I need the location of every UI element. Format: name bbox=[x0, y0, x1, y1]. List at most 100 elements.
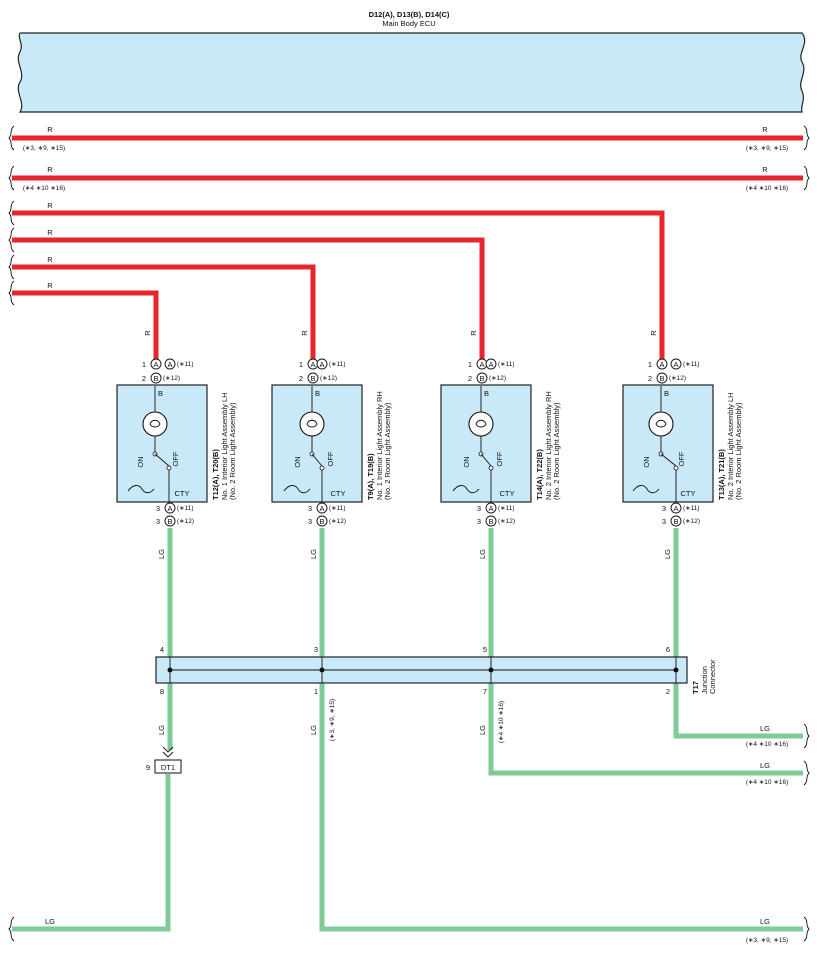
wire-breaks bbox=[8, 125, 810, 942]
light-name: No. 1 Interior Light Assembly LH bbox=[220, 392, 229, 500]
red-bus-2-note-left: (∗4 ∗10 ∗16) bbox=[23, 185, 65, 192]
red-feed-3-label: R bbox=[47, 228, 53, 237]
pin-number-b: 2 bbox=[468, 374, 472, 383]
junction-code: T17 bbox=[691, 681, 700, 694]
switch-on-label: ON bbox=[136, 456, 145, 467]
pin-note-a: (∗11) bbox=[177, 361, 194, 368]
bulb-icon bbox=[299, 411, 325, 437]
break-left-213 bbox=[8, 200, 15, 226]
terminal-cty-label: CTY bbox=[681, 489, 696, 498]
pin-note-b: (∗12) bbox=[163, 375, 180, 382]
red-bus-2-label-left: R bbox=[47, 165, 53, 174]
red-feed-4-label: R bbox=[47, 201, 53, 210]
junction-bottom-pin-3: 7 bbox=[483, 687, 487, 696]
red-feed-light-3 bbox=[12, 237, 485, 360]
pin-number-top: 1 bbox=[648, 360, 652, 369]
green-bus-note-mid: (∗4 ∗10 ∗16) bbox=[746, 779, 788, 786]
pin-circle-b bbox=[150, 372, 162, 384]
light-assembly-4: 1 A A (∗11) 2 B (∗12) B ON OFF CTY 3 A (… bbox=[622, 358, 743, 527]
bulb-filament bbox=[149, 419, 161, 428]
pin-letter-bottom-b: B bbox=[488, 517, 493, 526]
bulb-icon bbox=[648, 411, 674, 437]
pin-note-a: (∗11) bbox=[498, 361, 515, 368]
switch-off-label: OFF bbox=[495, 451, 504, 466]
pin-circle-a bbox=[656, 358, 668, 370]
green-pin2-to-bus bbox=[673, 683, 803, 739]
pin-letter-bottom-b: B bbox=[673, 517, 678, 526]
pin-letter-bottom-a: A bbox=[319, 504, 324, 513]
pin-circle-bottom-b bbox=[670, 515, 682, 527]
light-body bbox=[440, 384, 532, 503]
green-dt1-to-ground-bus bbox=[12, 774, 171, 932]
red-feed-light-2 bbox=[12, 264, 316, 360]
pin-letter-b: B bbox=[153, 374, 158, 383]
switch-ground-symbol bbox=[283, 485, 311, 494]
green-bus-label-bottom: LG bbox=[760, 917, 770, 926]
pin-note-b: (∗12) bbox=[320, 375, 337, 382]
pin-number-top: 1 bbox=[468, 360, 472, 369]
pin-number-bottom: 3 bbox=[662, 504, 666, 513]
break-right-138 bbox=[803, 125, 810, 151]
bulb-filament bbox=[306, 419, 318, 428]
green-label-4: LG bbox=[663, 549, 672, 559]
light-assembly-1: 1 A A (∗11) 2 B (∗12) B ON OFF CTY 3 A (… bbox=[116, 358, 237, 527]
pin-circle-a2 bbox=[316, 358, 328, 370]
pin-letter-b: B bbox=[479, 374, 484, 383]
light-name: No. 1 Interior Light Assembly RH bbox=[375, 391, 384, 500]
pin-number-b: 2 bbox=[299, 374, 303, 383]
switch-ground-symbol bbox=[632, 485, 660, 494]
pin-letter-a: A bbox=[310, 360, 315, 369]
pin-letter-a2: A bbox=[319, 360, 324, 369]
pin-letter-a: A bbox=[479, 360, 484, 369]
green-label-pin1: LG bbox=[309, 725, 318, 735]
red-bus-2-note-right: (∗4 ∗10 ∗16) bbox=[746, 185, 788, 192]
green-ground-label: LG bbox=[45, 917, 55, 926]
pin-letter-bottom-a: A bbox=[673, 504, 678, 513]
terminal-cty-label: CTY bbox=[500, 489, 515, 498]
green-bus-note-bottom: (∗3, ∗9, ∗15) bbox=[746, 937, 788, 944]
green-label-pin8: LG bbox=[157, 725, 166, 735]
green-bus-label-top: LG bbox=[760, 724, 770, 733]
switch-off-label: OFF bbox=[326, 451, 335, 466]
light-body bbox=[116, 384, 208, 503]
break-right-736 bbox=[803, 723, 810, 749]
break-left-138 bbox=[8, 125, 15, 151]
break-left-178 bbox=[8, 165, 15, 191]
terminal-cty-label: CTY bbox=[175, 489, 190, 498]
pin-note-bottom-a: (∗11) bbox=[329, 505, 346, 512]
pin-letter-a2: A bbox=[167, 360, 172, 369]
green-bus-label-mid: LG bbox=[760, 761, 770, 770]
terminal-cty-label: CTY bbox=[331, 489, 346, 498]
pin-circle-bottom-a bbox=[164, 502, 176, 514]
light-body bbox=[622, 384, 714, 503]
pin-note-a: (∗11) bbox=[329, 361, 346, 368]
green-note-pin7: (∗4 ∗10 ∗16) bbox=[498, 701, 505, 743]
switch-off-label: OFF bbox=[677, 451, 686, 466]
switch-blade bbox=[311, 453, 323, 467]
red-bus-1-note-left: (∗3, ∗9, ∗15) bbox=[23, 145, 65, 152]
red-bus-1-note-right: (∗3, ∗9, ∗15) bbox=[746, 145, 788, 152]
red-feed-light-4 bbox=[12, 210, 665, 360]
green-pin1-to-bus bbox=[319, 683, 803, 932]
red-vertical-label-3: R bbox=[469, 330, 478, 336]
connector-chevron-1 bbox=[162, 746, 174, 753]
pin-number-b: 2 bbox=[648, 374, 652, 383]
ecu-name: Main Body ECU bbox=[382, 19, 435, 28]
bulb-filament bbox=[655, 419, 667, 428]
junction-bottom-pin-2: 1 bbox=[314, 687, 318, 696]
pin-circle-b bbox=[307, 372, 319, 384]
switch-contact-bottom bbox=[488, 465, 494, 471]
pin-number-bottom: 3 bbox=[308, 504, 312, 513]
main-body-ecu: D12(A), D13(B), D14(C) Main Body ECU bbox=[17, 10, 806, 113]
bulb-icon bbox=[468, 411, 494, 437]
red-feed-2-label: R bbox=[47, 255, 53, 264]
pin-number-top: 1 bbox=[299, 360, 303, 369]
break-right-929 bbox=[803, 916, 810, 942]
switch-on-label: ON bbox=[642, 456, 651, 467]
junction-top-pin-1: 4 bbox=[160, 645, 164, 654]
terminal-b-label: B bbox=[484, 389, 489, 398]
switch-off-label: OFF bbox=[171, 451, 180, 466]
junction-bottom-pin-4: 2 bbox=[666, 687, 670, 696]
ecu-codes: D12(A), D13(B), D14(C) bbox=[369, 10, 450, 19]
